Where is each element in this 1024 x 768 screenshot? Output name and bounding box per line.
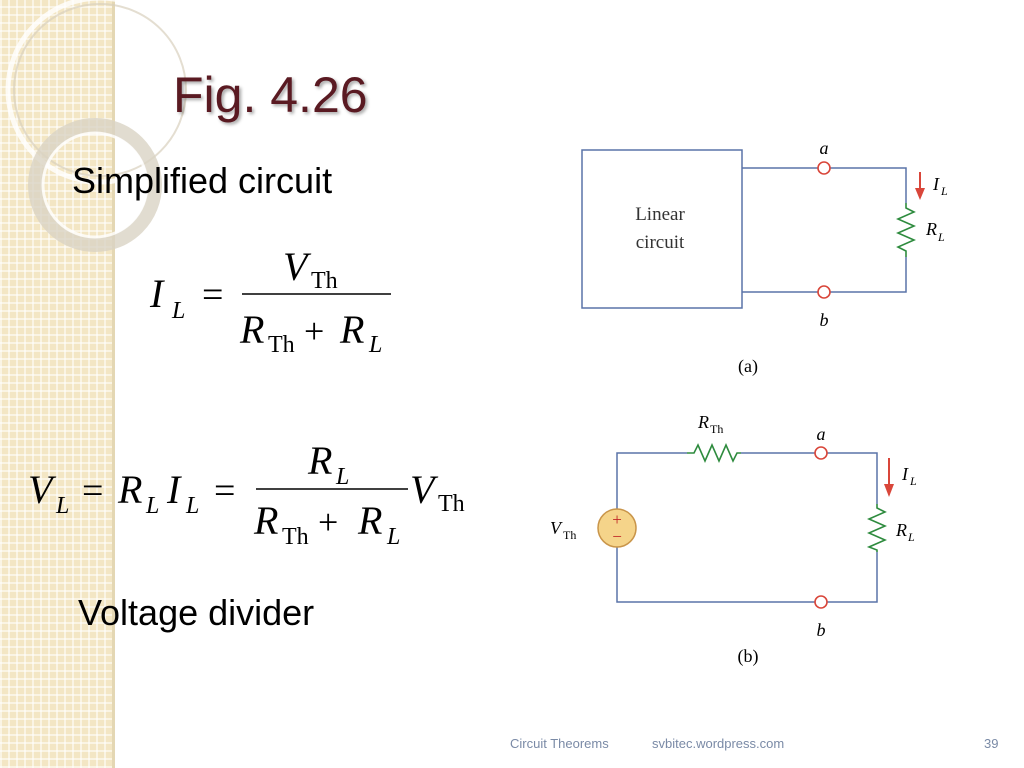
caption-a: (a) <box>738 356 758 377</box>
circuit-figure-b: + − V Th R Th a b I L R L (b) <box>550 412 917 667</box>
eq2-tail-V: V <box>410 467 439 512</box>
decorative-rings <box>5 0 195 252</box>
eq1-den-R2: R <box>339 307 364 352</box>
eq2-V: V <box>28 467 57 512</box>
eq1-lhs-sub: L <box>171 298 185 324</box>
slide-title: Fig. 4.26 <box>173 67 368 123</box>
eq2-den-sub2: L <box>386 524 400 550</box>
eq2-equals-2: = <box>214 470 235 512</box>
eq2-equals-1: = <box>82 470 103 512</box>
subtitle: Simplified circuit <box>72 160 333 201</box>
wire-b-bottom-left <box>616 546 815 603</box>
eq1-den-sub2: L <box>368 332 382 358</box>
current-label-sub-b: L <box>909 474 917 488</box>
current-arrow-head-b <box>884 484 894 497</box>
eq1-lhs-I: I <box>149 271 165 316</box>
terminal-a-label-b: a <box>817 424 826 444</box>
eq2-den-R2: R <box>357 498 382 543</box>
caption-b: (b) <box>738 646 759 667</box>
linear-circuit-box <box>581 149 743 309</box>
eq2-num-sub: L <box>335 464 349 490</box>
rth-label: R <box>697 412 709 432</box>
eq1-den-sub1: Th <box>268 332 295 358</box>
terminal-b-b <box>814 595 828 609</box>
wire-bottom-right <box>830 257 907 293</box>
source-minus: − <box>612 527 622 546</box>
side-strip-edge <box>112 0 115 768</box>
wire-top-right <box>830 167 907 203</box>
eq1-equals: = <box>202 274 223 316</box>
footer-site: svbitec.wordpress.com <box>652 736 785 751</box>
wire-b-left-top <box>616 452 687 510</box>
eq2-R-sub: L <box>145 493 159 519</box>
terminal-a-b <box>814 446 828 460</box>
eq1-den-R1: R <box>239 307 264 352</box>
terminal-a <box>817 161 831 175</box>
eq2-I-sub: L <box>185 493 199 519</box>
eq2-den-R1: R <box>253 498 278 543</box>
box-label-line1: Linear <box>635 204 685 225</box>
source-label: V <box>550 518 563 538</box>
page-number: 39 <box>984 736 999 751</box>
voltage-divider-label: Voltage divider <box>78 592 315 633</box>
current-label-b: I <box>901 464 909 484</box>
terminal-b-label: b <box>820 310 829 330</box>
equation-load-current: I L = V Th R Th + R L <box>149 244 391 358</box>
eq2-den-sub1: Th <box>282 524 309 550</box>
current-arrow-head <box>915 188 925 200</box>
wire-b-top-right <box>827 452 878 504</box>
box-label-line2: circuit <box>636 232 685 253</box>
source-label-sub: Th <box>563 528 576 542</box>
eq1-num-V: V <box>283 244 312 289</box>
eq2-plus: + <box>318 502 338 542</box>
terminal-b <box>817 285 831 299</box>
current-label-sub: L <box>940 184 948 198</box>
load-label-sub: L <box>937 230 945 244</box>
circuit-figure-a: Linear circuit a b I L R L (a) <box>581 138 948 377</box>
load-label: R <box>925 219 937 239</box>
load-label-sub-b: L <box>907 530 915 544</box>
rth-label-sub: Th <box>710 422 723 436</box>
load-resistor-b <box>866 504 887 552</box>
footer-title: Circuit Theorems <box>510 736 609 751</box>
eq1-plus: + <box>304 311 324 351</box>
load-label-b: R <box>895 520 907 540</box>
eq2-R: R <box>117 467 142 512</box>
eq2-V-sub: L <box>55 493 69 519</box>
load-resistor <box>896 203 916 257</box>
source-plus: + <box>612 510 622 529</box>
eq1-num-sub: Th <box>311 268 338 294</box>
voltage-source <box>597 508 637 548</box>
terminal-b-label-b: b <box>817 620 826 640</box>
eq2-I: I <box>166 467 182 512</box>
thevenin-resistor <box>687 443 741 463</box>
wire-b-bottom-right <box>827 552 878 603</box>
eq2-tail-sub: Th <box>438 491 465 517</box>
equation-load-voltage: V L = R L I L = R L R Th + R L V Th <box>28 438 465 550</box>
terminal-a-label: a <box>820 138 829 158</box>
eq2-num-R: R <box>307 438 332 483</box>
current-label: I <box>932 174 940 194</box>
